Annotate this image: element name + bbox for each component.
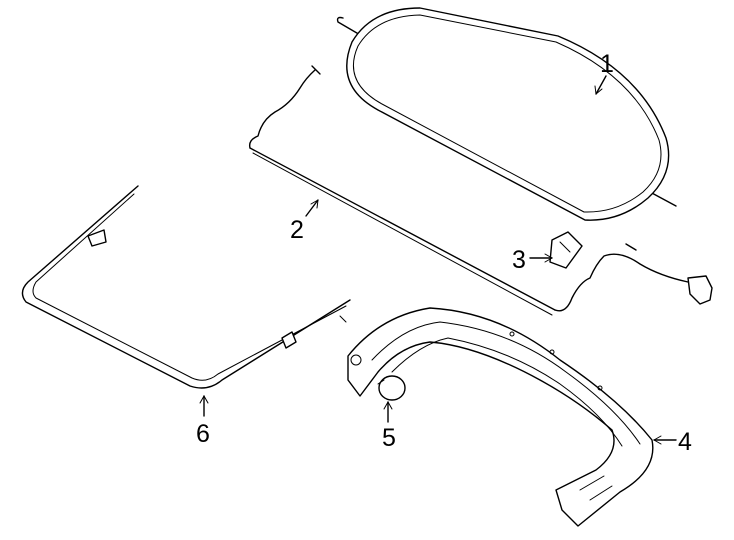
callout-2: 2 xyxy=(290,216,304,244)
part-5-plug xyxy=(377,375,406,401)
callout-4: 4 xyxy=(678,428,692,456)
part-2-glass-seal xyxy=(248,65,713,316)
callout-5: 5 xyxy=(382,424,396,452)
part-1-rear-glass xyxy=(336,7,677,221)
part-6-frame xyxy=(21,185,351,389)
part-3-clip xyxy=(549,231,583,269)
callout-3: 3 xyxy=(512,246,526,274)
part-4-arch-trim xyxy=(347,307,654,527)
callout-6: 6 xyxy=(196,420,210,448)
leader-lines xyxy=(199,75,677,445)
callout-labels: 1 2 3 4 5 6 xyxy=(196,50,692,456)
callout-1: 1 xyxy=(600,50,614,78)
